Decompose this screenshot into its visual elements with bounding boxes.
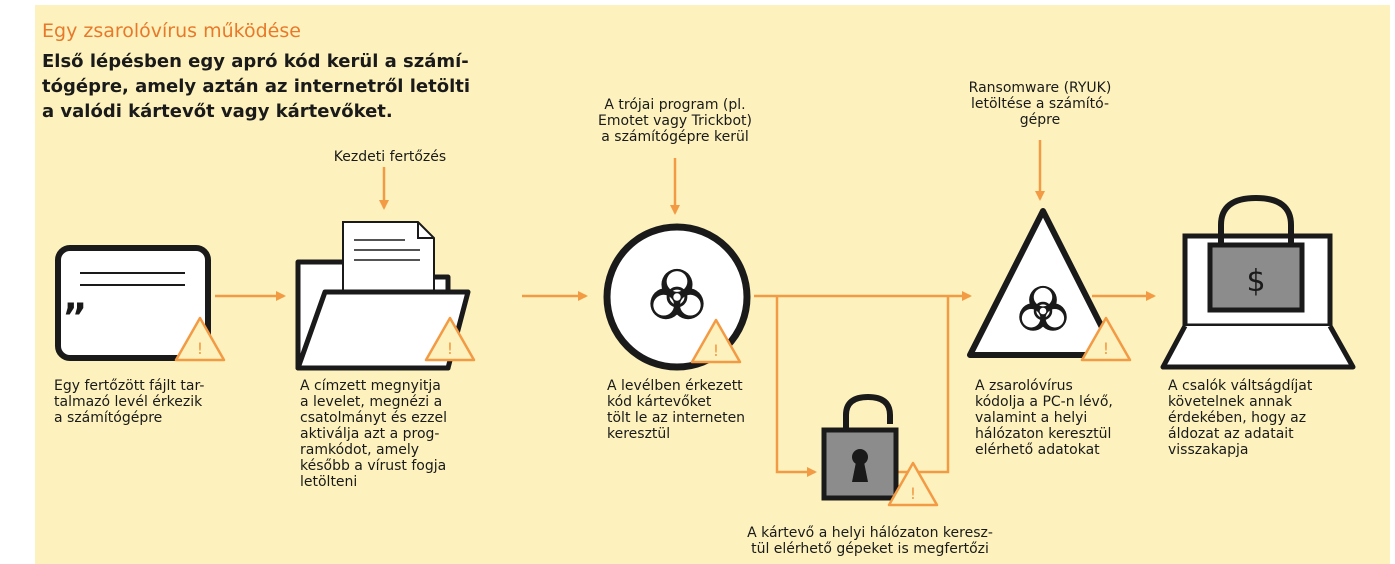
caption-trojan-step: A levélben érkezett kód kártevőket tölt … (607, 378, 746, 442)
svg-text:!: ! (447, 339, 453, 358)
caption-encrypt: A zsarolóvírus kódolja a PC-n lévő, vala… (975, 378, 1113, 458)
annotation-ransomware: Ransomware (RYUK) letöltése a számító- g… (968, 80, 1112, 128)
caption-folder: A címzett megnyitja a levelet, megnézi a… (300, 378, 447, 490)
annotation-trojan: A trójai program (pl. Emotet vagy Trickb… (598, 97, 752, 145)
caption-ransom: A csalók váltságdíjat követelnek annak é… (1168, 378, 1313, 458)
diagram-subtitle: Első lépésben egy apró kód kerül a számí… (42, 51, 471, 122)
branch-connector (754, 291, 972, 477)
email-icon: „ (55, 245, 211, 361)
svg-text:!: ! (1103, 339, 1109, 358)
warning-icon: ! (174, 316, 226, 362)
svg-text:!: ! (910, 484, 916, 503)
dollar-sign: $ (1246, 264, 1265, 299)
annotation-initial-infection: Kezdeti fertőzés (333, 149, 447, 165)
warning-icon: ! (424, 316, 476, 362)
warning-icon: ! (690, 318, 742, 364)
locked-laptop-icon: $ (1160, 194, 1356, 370)
folder-icon (295, 221, 471, 371)
diagram-title: Egy zsarolóvírus működése (42, 20, 301, 42)
svg-text:!: ! (713, 341, 719, 360)
svg-text:!: ! (197, 339, 203, 358)
warning-icon: ! (1080, 316, 1132, 362)
open-padlock-icon (821, 393, 899, 501)
ransomware-hazard-icon (967, 208, 1119, 358)
caption-email: Egy fertőzött fájlt tar- talmazó levél é… (54, 378, 205, 426)
quote-mark: „ (63, 275, 88, 319)
caption-network: A kártevő a helyi hálózaton keresz- tül … (747, 525, 993, 557)
warning-icon: ! (887, 461, 939, 507)
